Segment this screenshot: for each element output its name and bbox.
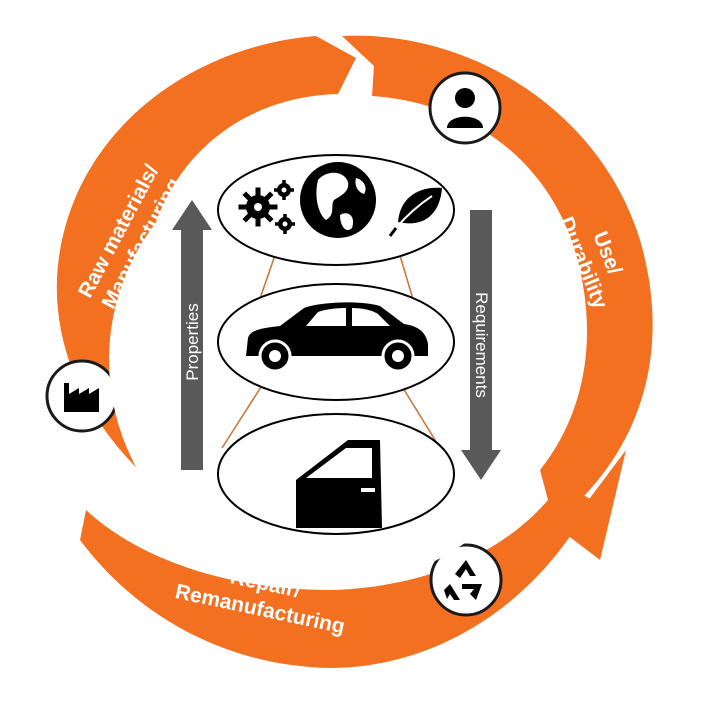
leaf-icon (388, 187, 442, 237)
recycle-icon (429, 543, 503, 617)
globe-icon (300, 162, 376, 238)
properties-arrow: Properties (172, 200, 212, 470)
car-door-icon (296, 440, 382, 528)
person-icon (428, 71, 502, 145)
requirements-label: Requirements (472, 292, 491, 398)
requirements-arrow: Requirements (461, 210, 501, 480)
factory-icon (45, 359, 119, 433)
properties-label: Properties (183, 303, 202, 380)
gears-icon (238, 180, 295, 234)
car-icon (246, 302, 428, 373)
cycle-segment-repair (80, 470, 592, 668)
cycle-segment-use (342, 35, 653, 500)
